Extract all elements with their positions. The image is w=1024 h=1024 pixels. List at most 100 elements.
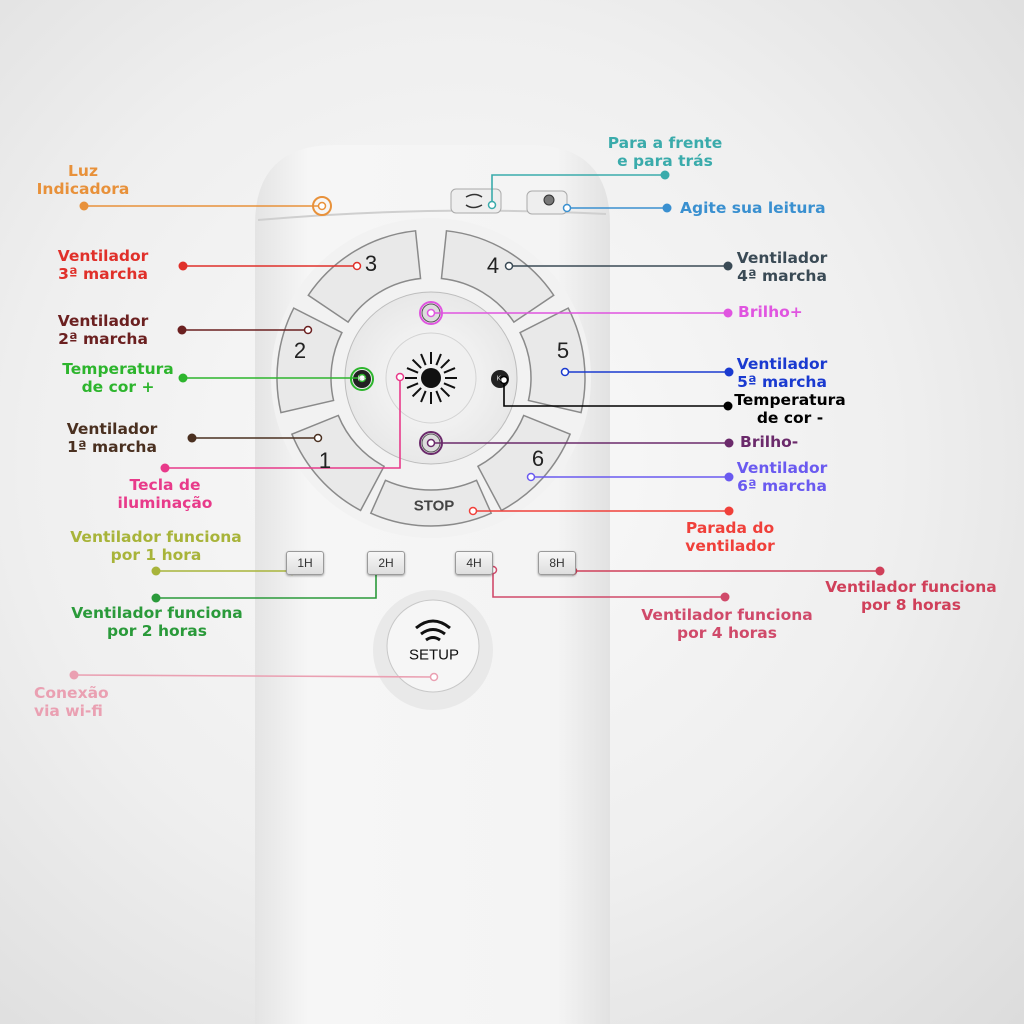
label-line: Ventilador	[66, 420, 158, 438]
label-line: 5ª marcha	[737, 373, 827, 391]
callout-end-v4	[504, 261, 514, 271]
sun-icon	[405, 352, 457, 404]
ring-segment-stop[interactable]	[369, 479, 493, 527]
ring-segment-s5[interactable]	[519, 307, 586, 414]
callout-line-wifi	[73, 674, 435, 678]
label-line: 1ª marcha	[67, 438, 157, 456]
label-line: Temperatura	[62, 360, 174, 378]
wifi-icon	[415, 619, 451, 642]
callout-end-agite	[562, 203, 572, 213]
label-line: Ventilador	[736, 249, 828, 267]
label-line: 4ª marcha	[737, 267, 827, 285]
label-line: iluminação	[117, 494, 213, 512]
label-line: por 2 horas	[107, 622, 207, 640]
callout-dot-v3	[178, 261, 188, 271]
label-line: Brilho-	[740, 433, 799, 451]
label-line: via wi-fi	[34, 702, 103, 720]
fan-speed-5-button[interactable]: 5	[556, 338, 570, 363]
callout-dot-v5	[724, 367, 734, 377]
callout-dot-tecla	[160, 463, 170, 473]
callout-line-h4	[492, 570, 725, 598]
callout-dot-agite	[662, 203, 672, 213]
ring-segment-s4[interactable]	[440, 229, 555, 324]
timer-8h-button[interactable]: 8H	[538, 551, 576, 575]
setup-label: SETUP	[408, 646, 460, 664]
callout-line-tecla	[165, 377, 401, 469]
reverse-button[interactable]	[450, 188, 502, 214]
fan-speed-1-button[interactable]: 1	[318, 448, 332, 473]
label-bminus: Brilho-	[740, 433, 798, 451]
callout-dot-bminus	[724, 438, 734, 448]
callout-line-h2	[156, 570, 377, 599]
reverse-icon	[465, 193, 483, 209]
label-agite: Agite sua leitura	[680, 199, 826, 217]
label-line: Parada do	[685, 519, 775, 537]
label-line: Ventilador	[57, 312, 149, 330]
label-line: Para a frente	[607, 134, 723, 152]
fan-speed-6-button[interactable]: 6	[531, 446, 545, 471]
callout-end-rev	[487, 200, 497, 210]
label-bplus: Brilho+	[738, 303, 803, 321]
label-line: Luz	[68, 162, 98, 180]
label-line: Ventilador funciona	[70, 528, 242, 546]
callout-dot-v4	[723, 261, 733, 271]
label-line: por 4 horas	[677, 624, 777, 642]
callout-end-tecla	[395, 372, 405, 382]
callout-end-tplus	[357, 373, 367, 383]
fan-speed-2-button[interactable]: 2	[293, 338, 307, 363]
label-line: Conexão	[34, 684, 109, 702]
timer-2h-button[interactable]: 2H	[367, 551, 405, 575]
callout-dot-h1	[151, 566, 161, 576]
callout-dot-luz	[79, 201, 89, 211]
callout-dot-rev	[660, 170, 670, 180]
label-line: Ventilador funciona	[641, 606, 813, 624]
callout-dot-tplus	[178, 373, 188, 383]
label-line: por 1 hora	[110, 546, 202, 564]
fan-speed-3-button[interactable]: 3	[364, 251, 378, 276]
label-line: Ventilador funciona	[71, 604, 243, 622]
k-minus-label: K-	[496, 375, 504, 383]
callout-dot-h8	[875, 566, 885, 576]
label-line: 6ª marcha	[737, 477, 827, 495]
ring-segment-s2[interactable]	[276, 307, 343, 414]
callout-dot-wifi	[69, 670, 79, 680]
callout-ring-tplus	[350, 367, 374, 391]
callout-line-rev	[491, 174, 665, 205]
callout-end-luz	[317, 201, 327, 211]
callout-ring-bplus	[419, 301, 443, 325]
setup-button[interactable]	[386, 599, 480, 693]
label-line: ventilador	[685, 537, 775, 555]
callout-line-tminus	[503, 380, 728, 407]
label-line: Ventilador	[736, 459, 828, 477]
fan-speed-4-button[interactable]: 4	[486, 253, 500, 278]
callout-end-v6	[526, 472, 536, 482]
stop-button[interactable]: STOP	[413, 497, 455, 515]
timer-1h-button[interactable]: 1H	[286, 551, 324, 575]
label-line: 3ª marcha	[58, 265, 148, 283]
label-line: Tecla de	[129, 476, 201, 494]
callout-end-v3	[352, 261, 362, 271]
label-line: de cor -	[756, 409, 824, 427]
shake-icon	[543, 194, 555, 206]
callout-end-tminus	[499, 375, 509, 385]
label-line: 2ª marcha	[58, 330, 148, 348]
callout-dot-tminus	[723, 401, 733, 411]
label-line: Agite sua leitura	[680, 199, 826, 217]
k-plus-label: K+	[357, 375, 367, 383]
timer-4h-button[interactable]: 4H	[455, 551, 493, 575]
callout-end-v1	[313, 433, 323, 443]
label-line: de cor +	[81, 378, 155, 396]
